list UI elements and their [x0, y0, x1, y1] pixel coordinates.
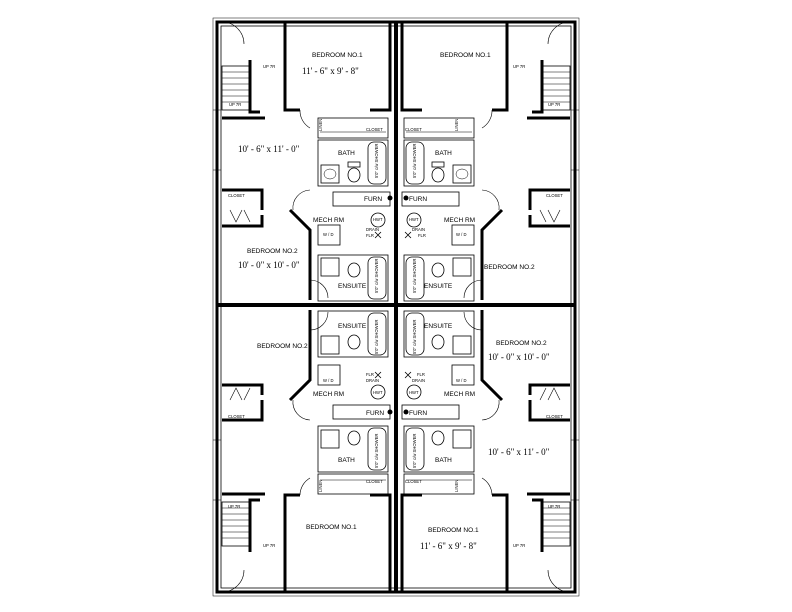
linen-label: LINEN — [454, 119, 459, 131]
flr-label: FLR — [418, 233, 426, 238]
up-label: UP 7R — [228, 504, 240, 509]
bedroom2-label: BEDROOM NO.2 — [496, 340, 547, 347]
closet-label: CLOSET — [366, 479, 383, 484]
shower-label: 5'0" c/w SHOWER — [374, 144, 379, 178]
hwt-label: HWT — [373, 217, 383, 222]
hwt-label: HWT — [409, 217, 419, 222]
furn-label: FURN — [409, 410, 427, 417]
bath-label: BATH — [435, 150, 452, 157]
unit-bottom-right — [400, 310, 571, 593]
closet-label: CLOSET — [228, 193, 245, 198]
flr-label: FLR — [417, 372, 425, 377]
bedroom1-dim: 11' - 6" x 9' - 8" — [302, 66, 359, 76]
living-dim: 10' - 6" x 11' - 0" — [488, 447, 550, 457]
wd-label: W / D — [456, 232, 466, 237]
bath-label: BATH — [338, 150, 355, 157]
furn-label: FURN — [364, 196, 382, 203]
up-label: UP 7R — [513, 64, 525, 69]
hwt-label: HWT — [373, 390, 383, 395]
closet-label: CLOSET — [546, 193, 563, 198]
wd-label: W / D — [456, 378, 466, 383]
drain-label: DRAIN — [412, 378, 425, 383]
closet-label: CLOSET — [366, 127, 383, 132]
furn-label: FURN — [366, 410, 384, 417]
shower-label: 5'0" c/w SHOWER — [374, 434, 379, 468]
mech-label: MECH RM — [444, 391, 475, 398]
bedroom1-dim: 11' - 6" x 9' - 8" — [420, 541, 477, 551]
unit-top-right — [400, 21, 571, 302]
shower-label: 5'0" c/w SHOWER — [412, 144, 417, 178]
drain-label: DRAIN — [366, 227, 379, 232]
linen-label: LINEN — [318, 480, 323, 492]
bedroom1-label: BEDROOM NO.1 — [428, 527, 479, 534]
bedroom2-dim: 10' - 0" x 10' - 0" — [238, 260, 300, 270]
shower-label: 5'0" c/w SHOWER — [374, 259, 379, 293]
up-label: UP 7R — [263, 64, 275, 69]
closet-label: CLOSET — [546, 414, 563, 419]
up-label: UP 7R — [548, 504, 560, 509]
up-label: UP 7R — [263, 543, 275, 548]
bedroom2-label: BEDROOM NO.2 — [247, 248, 298, 255]
linen-label: LINEN — [318, 119, 323, 131]
wd-label: W / D — [323, 378, 333, 383]
furnace-dot — [387, 409, 393, 415]
closet-label: CLOSET — [405, 127, 422, 132]
living-dim: 10' - 6" x 11' - 0" — [238, 144, 300, 154]
drain-label: DRAIN — [412, 227, 425, 232]
mech-label: MECH RM — [313, 217, 344, 224]
up-label: UP 7R — [513, 543, 525, 548]
linen-label: LINEN — [454, 480, 459, 492]
up-label: UP 7R — [548, 102, 560, 107]
bedroom2-label: BEDROOM NO.2 — [257, 343, 308, 350]
bedroom1-label: BEDROOM NO.1 — [440, 52, 491, 59]
outer-wall-outer-line — [212, 17, 580, 597]
furnace-dot — [387, 195, 393, 201]
closet-label: CLOSET — [405, 479, 422, 484]
furnace-dot — [403, 195, 409, 201]
unit-top-left — [221, 21, 392, 302]
ensuite-label: ENSUITE — [424, 323, 453, 330]
bath-label: BATH — [435, 457, 452, 464]
bedroom2-dim: 10' - 0" x 10' - 0" — [488, 352, 550, 362]
shower-label: 5'0" c/w SHOWER — [412, 259, 417, 293]
ensuite-label: ENSUITE — [338, 323, 367, 330]
flr-label: FLR — [366, 233, 374, 238]
side-windows — [213, 109, 579, 501]
furnace-dot — [403, 409, 409, 415]
unit-bottom-left — [221, 310, 392, 593]
shower-label: 5'0" c/w SHOWER — [412, 434, 417, 468]
bedroom1-label: BEDROOM NO.1 — [306, 524, 357, 531]
mech-label: MECH RM — [444, 217, 475, 224]
furn-label: FURN — [409, 196, 427, 203]
shower-label: 5'0" c/w SHOWER — [374, 320, 379, 354]
bedroom1-label: BEDROOM NO.1 — [312, 52, 363, 59]
wd-label: W / D — [323, 232, 333, 237]
hwt-label: HWT — [409, 390, 419, 395]
closet-label: CLOSET — [228, 414, 245, 419]
ensuite-label: ENSUITE — [424, 283, 453, 290]
drain-label: DRAIN — [366, 378, 379, 383]
up-label: UP 7R — [229, 102, 241, 107]
ensuite-label: ENSUITE — [338, 283, 367, 290]
bath-label: BATH — [338, 457, 355, 464]
mech-label: MECH RM — [313, 391, 344, 398]
flr-label: FLR — [366, 372, 374, 377]
floor-drain-marks — [374, 231, 412, 379]
shower-label: 5'0" c/w SHOWER — [412, 320, 417, 354]
bedroom2-label: BEDROOM NO.2 — [484, 264, 535, 271]
